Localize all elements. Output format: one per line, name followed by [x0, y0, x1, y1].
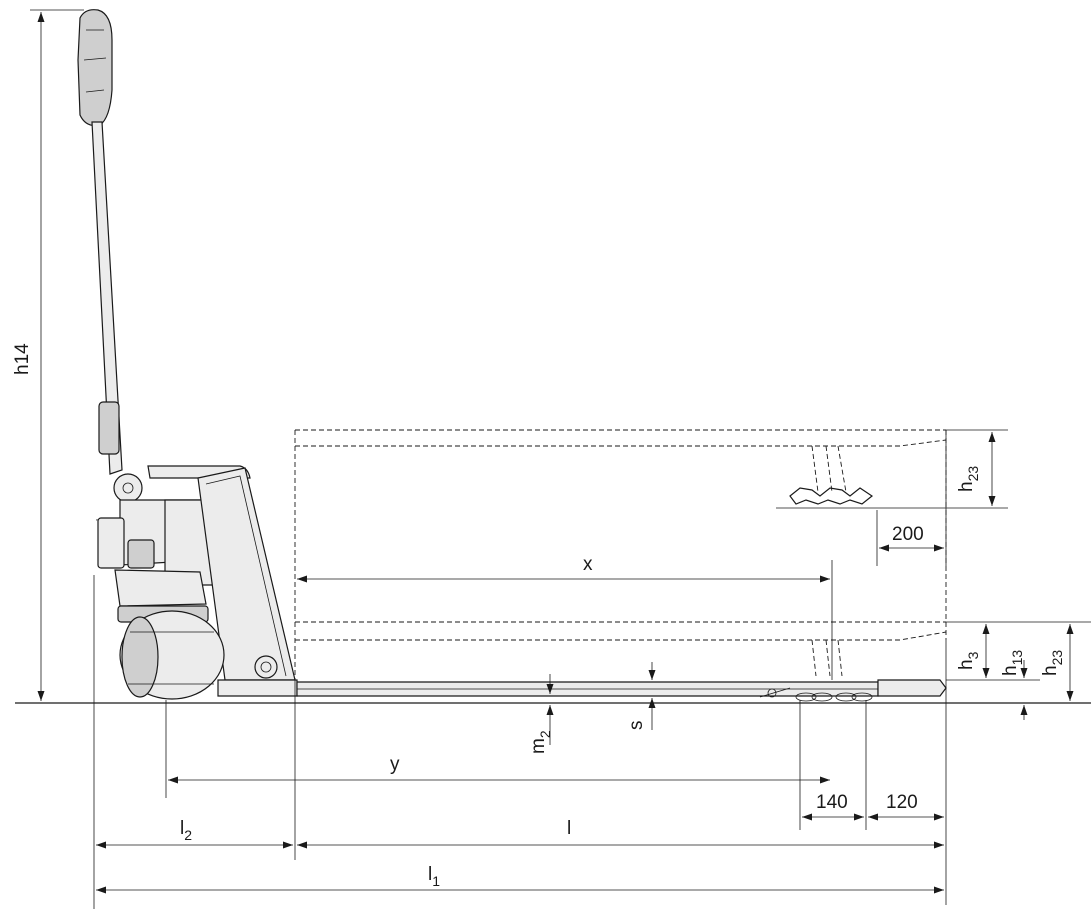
label-x: x: [583, 554, 593, 575]
label-140: 140: [816, 792, 848, 813]
raised-fork-outline: [294, 429, 1008, 680]
pallet-truck-illustration: [77, 9, 947, 702]
label-l1: l1: [428, 864, 440, 889]
dim-right-heights: [946, 621, 1091, 720]
label-h3: h3: [956, 651, 981, 670]
label-120: 120: [886, 792, 918, 813]
dim-h14: [30, 9, 84, 701]
dim-lengths: [93, 575, 947, 909]
label-h14: h14: [12, 343, 33, 375]
dim-h23-top: [946, 429, 1008, 506]
label-l2: l2: [180, 818, 192, 843]
label-l: l: [567, 818, 571, 839]
dim-200: [876, 430, 947, 566]
dim-x: [297, 560, 833, 680]
label-h23-right: h23: [1040, 650, 1065, 676]
label-s: s: [626, 721, 647, 731]
label-y: y: [390, 754, 400, 775]
dim-140-120: [799, 700, 944, 830]
label-200: 200: [892, 524, 924, 545]
label-h23-top: h23: [956, 466, 981, 492]
label-m2: m2: [528, 730, 553, 754]
label-h13: h13: [1000, 650, 1025, 676]
dim-y: [165, 700, 830, 798]
